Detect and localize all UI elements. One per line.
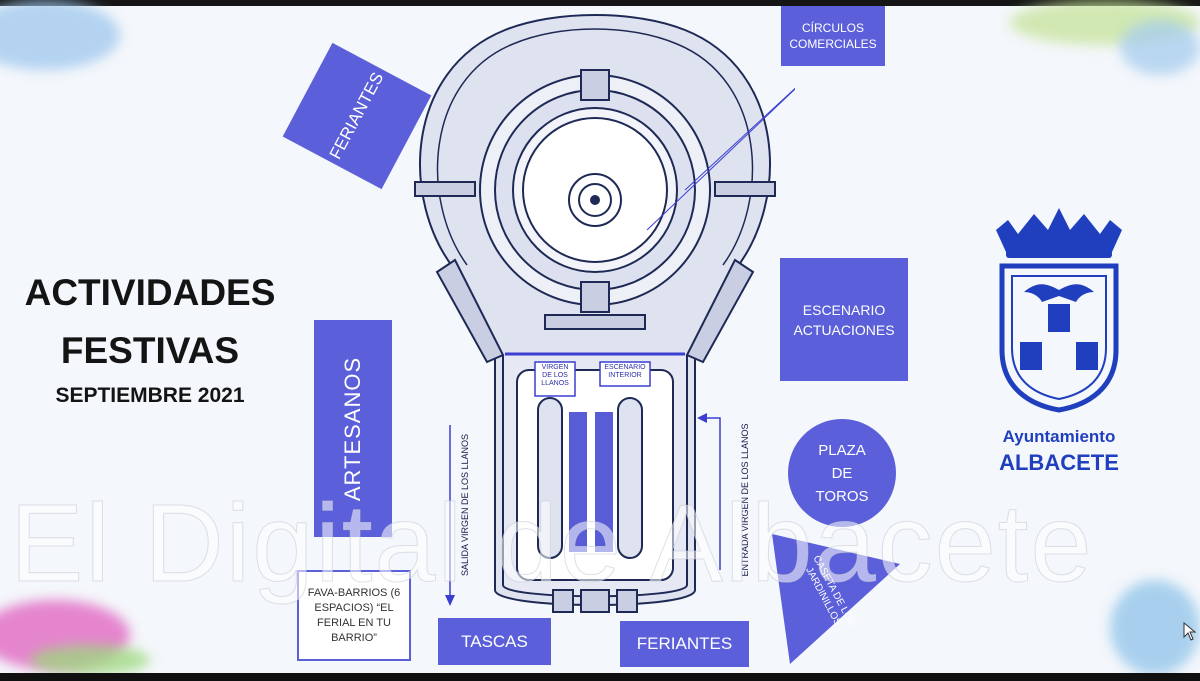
albacete-coat-of-arms (996, 208, 1122, 413)
zone-plaza-de-toros: PLAZA DE TOROS (788, 419, 896, 527)
slide-title-line2: FESTIVAS (60, 330, 240, 371)
plan-label-escenario-interior: ESCENARIO INTERIOR (604, 364, 646, 379)
plan-gate-top (580, 69, 610, 101)
castle-top-icon (1048, 304, 1070, 332)
plan-center-mid (578, 183, 612, 217)
zone-tascas: TASCAS (438, 618, 551, 665)
zone-feriantes-bottom: FERIANTES (620, 621, 749, 667)
crown-icon (996, 208, 1122, 252)
plan-gate-bottom (580, 281, 610, 313)
slide-title-line1: ACTIVIDADES (24, 272, 276, 313)
splash-green-bottom-left (30, 645, 150, 675)
zone-caseta-triangle (772, 534, 900, 664)
plan-gate-right (714, 181, 776, 197)
splash-blue-top-left (0, 0, 120, 70)
plan-escenario-box (599, 361, 651, 387)
zone-artesanos: ARTESANOS (314, 320, 392, 537)
zone-fava-barrios: FAVA-BARRIOS (6 ESPACIOS) “EL FERIAL EN … (297, 570, 411, 661)
plan-gate-left (414, 181, 476, 197)
plan-oval-left (537, 397, 563, 559)
plan-exit-arrowhead (445, 595, 455, 606)
monitor-bezel-top (0, 0, 1200, 6)
castle-left-icon (1020, 342, 1042, 370)
plan-bottom-gate-1 (552, 589, 574, 613)
zone-circulos-comerciales: CÍRCULOS COMERCIALES (781, 6, 885, 66)
recinto-ferial-plan (414, 14, 795, 613)
plan-bottom-gate-2 (580, 589, 610, 613)
crown-band (1006, 250, 1112, 258)
cursor-shape (1183, 622, 1197, 641)
zone-escenario-label: ESCENARIO ACTUACIONES (793, 301, 895, 338)
zone-circulos-label: CÍRCULOS COMERCIALES (789, 21, 877, 51)
bat-icon (1024, 284, 1094, 302)
plan-seating-right (595, 412, 613, 552)
plan-outer-inner-ring (436, 28, 754, 266)
watermark-text: El Digital de Albacete (10, 482, 1094, 606)
zone-plaza-label: PLAZA DE TOROS (815, 441, 869, 505)
mouse-cursor-icon (1183, 622, 1197, 641)
castle-right-icon (1076, 342, 1098, 370)
plan-entry-arrowhead (697, 413, 707, 423)
plan-stair-left (435, 258, 505, 364)
zone-feriantes-top-label: FERIANTES (325, 69, 388, 163)
shield-inner (1011, 275, 1107, 401)
plan-inner-bar (544, 314, 646, 330)
zone-tascas-label: TASCAS (461, 631, 528, 651)
plan-ring-core (522, 117, 668, 263)
zone-fava-label: FAVA-BARRIOS (6 ESPACIOS) “EL FERIAL EN … (307, 586, 401, 644)
plan-center-dot (590, 195, 600, 205)
caseta-shape (772, 534, 900, 664)
shield-outline (999, 263, 1119, 413)
plan-oval-right (617, 397, 643, 559)
plan-bottom-gate-3 (616, 589, 638, 613)
zone-feriantes-bottom-label: FERIANTES (636, 634, 733, 653)
plan-entry-arrow (705, 417, 721, 570)
monitor-bezel-bottom (0, 673, 1200, 681)
plan-virgen-box (534, 361, 576, 397)
logo-text-albacete: ALBACETE (999, 450, 1119, 475)
logo-text-ayuntamiento: Ayuntamiento (1002, 427, 1116, 446)
zone-escenario-actuaciones: ESCENARIO ACTUACIONES (780, 258, 908, 381)
plan-center-outer (568, 173, 622, 227)
plan-pointer-2 (646, 88, 795, 231)
zone-artesanos-label: ARTESANOS (340, 356, 365, 501)
slide-subtitle: SEPTIEMBRE 2021 (55, 384, 245, 407)
plan-seating-left (569, 412, 587, 552)
plan-label-virgen: VIRGEN DE LOS LLANOS (541, 364, 569, 387)
plan-stair-right (685, 258, 755, 364)
splash-blue-right (1120, 20, 1200, 75)
